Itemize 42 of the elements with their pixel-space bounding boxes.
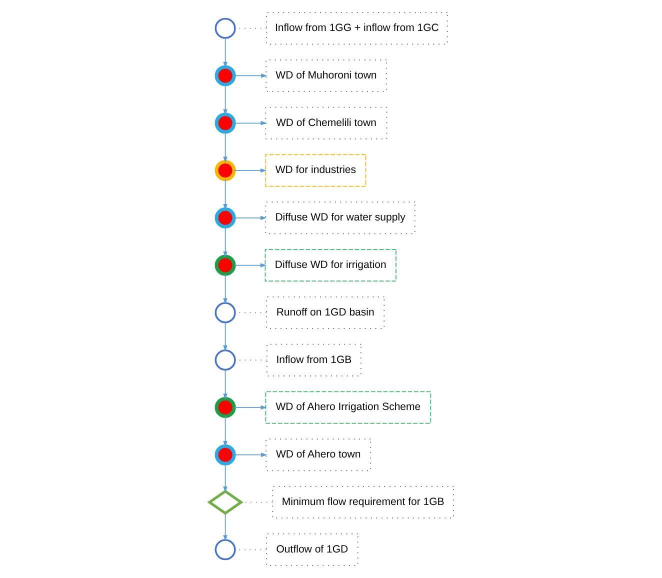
node-box: Diffuse WD for irrigation — [264, 249, 396, 282]
node-box: Outflow of 1GD — [266, 533, 358, 566]
arrow — [222, 512, 227, 542]
arrow — [233, 452, 267, 458]
node-circle — [214, 18, 236, 39]
arrow — [222, 463, 227, 493]
node-circle — [214, 207, 236, 228]
node-circle — [214, 539, 236, 560]
arrow — [222, 178, 227, 210]
arrow — [222, 84, 227, 116]
node-box: WD of Muhoroni town — [265, 60, 386, 92]
arrow — [222, 38, 227, 68]
node-circle — [214, 444, 236, 466]
node-box: WD of Chemelili town — [264, 106, 387, 140]
arrow — [222, 322, 227, 352]
node-circle — [214, 160, 236, 182]
node-box: WD for industries — [264, 154, 366, 187]
node-box: WD of Ahero town — [265, 438, 370, 472]
arrow — [233, 263, 266, 268]
node-circle — [214, 112, 236, 134]
node-circle — [214, 350, 236, 371]
node-box: Inflow from 1GB — [266, 344, 361, 376]
node-diamond — [206, 490, 243, 515]
arrow — [233, 405, 266, 410]
arrow — [222, 132, 227, 163]
arrow — [233, 74, 267, 78]
node-box: WD of Ahero Irrigation Scheme — [264, 391, 431, 424]
node-circle — [214, 65, 236, 86]
node-box: Inflow from 1GG + inflow from 1GC — [266, 12, 448, 45]
arrow — [222, 369, 227, 400]
arrow — [222, 416, 227, 448]
arrow — [233, 216, 266, 220]
arrow — [222, 226, 227, 258]
node-circle — [214, 396, 236, 418]
arrow — [233, 120, 266, 126]
arrow — [233, 168, 266, 173]
node-circle — [214, 302, 236, 324]
node-box: Minimum flow requirement for 1GB — [272, 486, 454, 518]
arrow — [222, 274, 227, 304]
node-box: Runoff on 1GD basin — [266, 296, 384, 329]
node-box: Diffuse WD for water supply — [264, 202, 415, 234]
node-circle — [214, 254, 236, 276]
